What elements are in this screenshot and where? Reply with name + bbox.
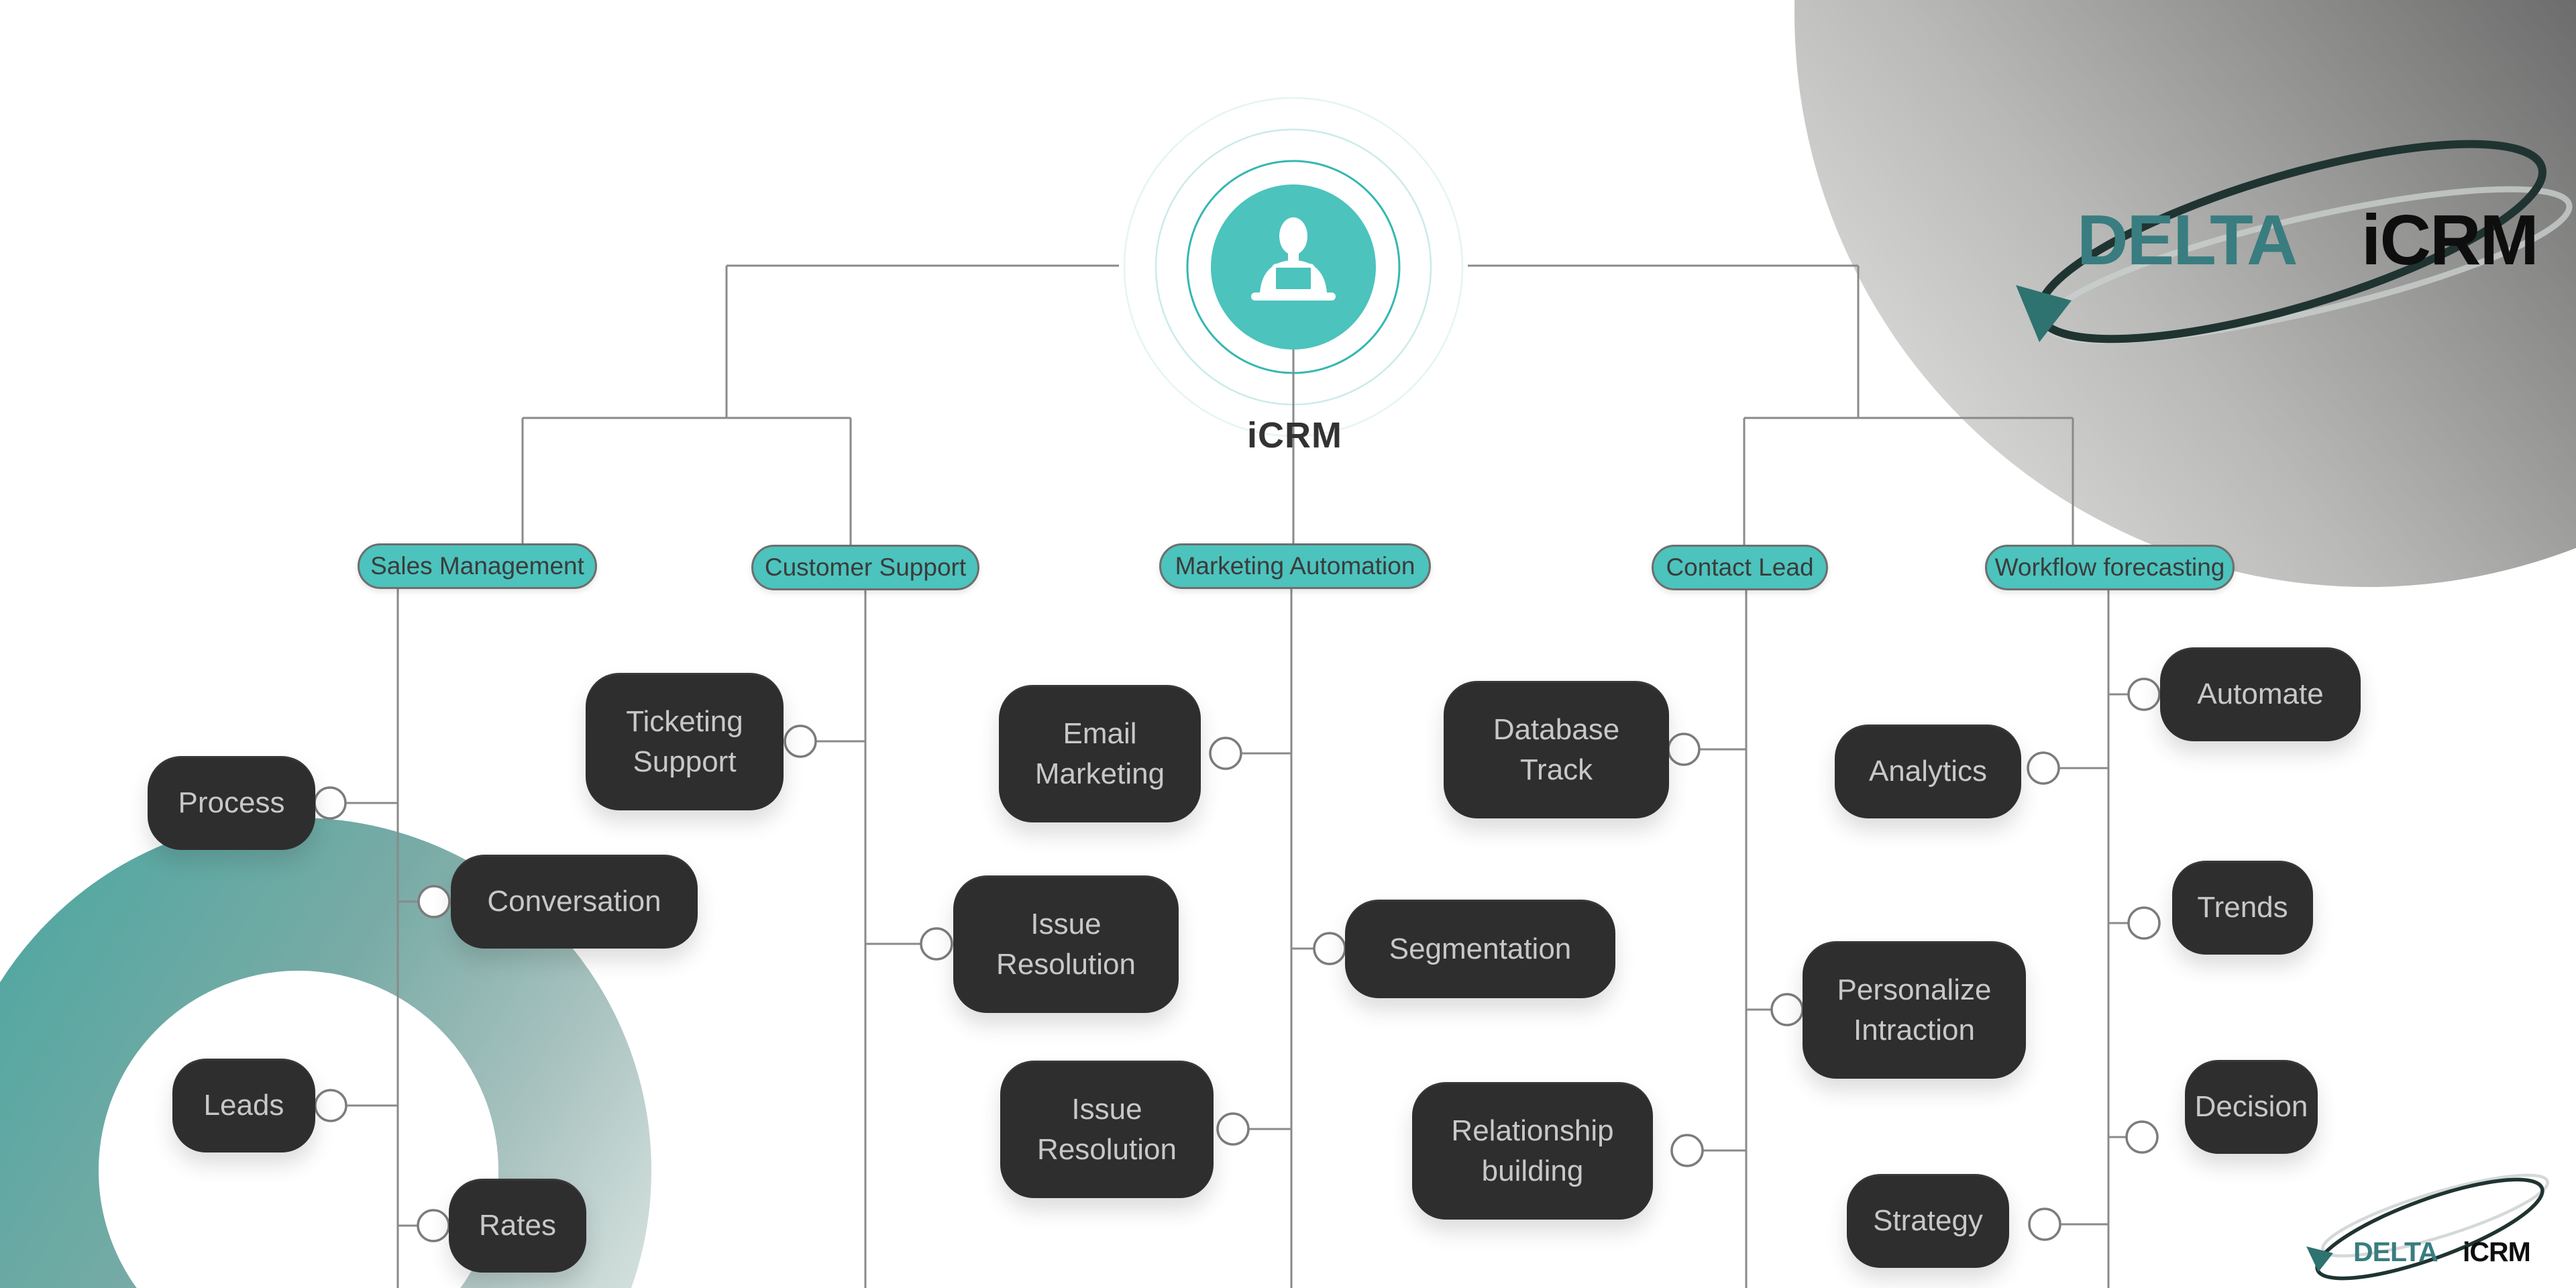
connector-junction-dots bbox=[313, 678, 2161, 1242]
root-node-label: iCRM bbox=[1247, 415, 1342, 455]
brand-logo-icrm: iCRM bbox=[2361, 201, 2539, 280]
branch-pill-workflow-forecasting[interactable]: Workflow forecasting bbox=[1985, 545, 2235, 590]
node-leads[interactable]: Leads bbox=[172, 1059, 315, 1152]
connector-junction-dot bbox=[1313, 932, 1346, 965]
node-automate[interactable]: Automate bbox=[2160, 647, 2361, 741]
connector-junction-dot bbox=[1216, 1112, 1250, 1146]
connector-junction-dot bbox=[920, 927, 953, 961]
connector-junction-dot bbox=[1209, 737, 1242, 770]
node-process[interactable]: Process bbox=[148, 756, 315, 850]
node-personalize-intraction[interactable]: Personalize Intraction bbox=[1803, 941, 2026, 1079]
connector-junction-dot bbox=[314, 1089, 347, 1122]
connector-junction-dot bbox=[2125, 1120, 2159, 1154]
node-email-marketing[interactable]: Email Marketing bbox=[999, 685, 1201, 822]
logo-swoosh-icon bbox=[2016, 140, 2546, 343]
connector-junction-dot bbox=[1670, 1134, 1704, 1167]
connector-junction-dot bbox=[2028, 1208, 2061, 1241]
connector-junction-dot bbox=[2027, 751, 2060, 785]
node-segmentation[interactable]: Segmentation bbox=[1345, 900, 1615, 998]
node-trends[interactable]: Trends bbox=[2172, 861, 2313, 955]
connector-junction-dot bbox=[2127, 678, 2161, 711]
person-at-desk-icon bbox=[1251, 217, 1336, 301]
connector-junction-dot bbox=[1770, 993, 1804, 1026]
branch-pill-marketing-automation[interactable]: Marketing Automation bbox=[1159, 543, 1431, 589]
node-relationship-building[interactable]: Relationship building bbox=[1412, 1082, 1653, 1220]
node-rates[interactable]: Rates bbox=[449, 1179, 586, 1273]
connector-lines bbox=[345, 264, 2129, 1288]
teal-ring-decoration bbox=[0, 818, 651, 1288]
logo-swoosh-small-icon bbox=[2306, 1177, 2544, 1281]
connector-junction-dot bbox=[417, 1209, 450, 1242]
brand-logo-delta: DELTA bbox=[2077, 201, 2298, 280]
root-node[interactable] bbox=[1119, 93, 1468, 543]
node-ticketing-support[interactable]: Ticketing Support bbox=[586, 673, 784, 810]
node-conversation[interactable]: Conversation bbox=[451, 855, 698, 949]
brand-logo-delta-small: DELTA bbox=[2353, 1236, 2438, 1267]
node-decision[interactable]: Decision bbox=[2185, 1060, 2318, 1154]
node-issue-resolution-2[interactable]: Issue Resolution bbox=[1000, 1061, 1214, 1198]
node-issue-resolution-1[interactable]: Issue Resolution bbox=[953, 875, 1179, 1013]
brand-logo-icrm-small: iCRM bbox=[2463, 1236, 2531, 1267]
connector-junction-dot bbox=[1667, 733, 1701, 766]
connector-junction-dot bbox=[784, 724, 817, 758]
branch-pill-contact-lead[interactable]: Contact Lead bbox=[1652, 545, 1828, 590]
node-strategy[interactable]: Strategy bbox=[1847, 1174, 2009, 1268]
node-database-track[interactable]: Database Track bbox=[1444, 681, 1669, 818]
branch-pill-sales-management[interactable]: Sales Management bbox=[358, 543, 597, 589]
branch-pill-customer-support[interactable]: Customer Support bbox=[751, 545, 979, 590]
logo-swoosh-light-small-icon bbox=[2321, 1173, 2549, 1258]
gray-circle-decoration bbox=[1794, 0, 2576, 587]
connector-junction-dot bbox=[417, 885, 451, 918]
node-analytics[interactable]: Analytics bbox=[1835, 724, 2021, 818]
connector-junction-dot bbox=[2127, 906, 2161, 940]
connector-junction-dot bbox=[313, 786, 347, 820]
